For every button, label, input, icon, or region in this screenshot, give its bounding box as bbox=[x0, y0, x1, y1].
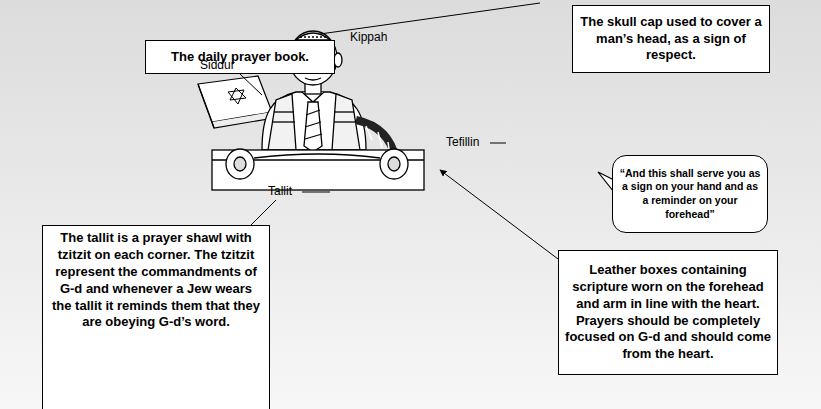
callout-box: The skull cap used to cover a man’s head… bbox=[572, 5, 770, 73]
callout-box: The tallit is a prayer shawl with tzitzi… bbox=[42, 225, 270, 409]
leader-line bbox=[320, 3, 540, 34]
leader-line bbox=[302, 192, 330, 193]
part-label: Kippah bbox=[350, 30, 387, 44]
callout-box: The daily prayer book. bbox=[145, 40, 335, 74]
leader-arrow bbox=[440, 170, 562, 262]
leader-line bbox=[240, 74, 262, 95]
leader-line bbox=[250, 200, 276, 226]
part-label: Tallit bbox=[268, 184, 292, 198]
part-label: Tefillin bbox=[446, 135, 479, 149]
callout-text: The skull cap used to cover a man’s head… bbox=[579, 14, 763, 65]
lectern bbox=[212, 149, 424, 190]
callout-text: Leather boxes containing scripture worn … bbox=[565, 262, 771, 363]
part-label: Siddur bbox=[200, 58, 235, 72]
callout-text: The daily prayer book. bbox=[171, 49, 309, 66]
siddur-book bbox=[198, 76, 274, 128]
leader-line bbox=[490, 143, 506, 144]
callout-box: Leather boxes containing scripture worn … bbox=[558, 250, 778, 375]
callout-text: “And this shall serve you as a sign on y… bbox=[619, 167, 761, 222]
callout-text: The tallit is a prayer shawl with tzitzi… bbox=[49, 230, 263, 331]
speech-bubble: “And this shall serve you as a sign on y… bbox=[612, 155, 768, 233]
